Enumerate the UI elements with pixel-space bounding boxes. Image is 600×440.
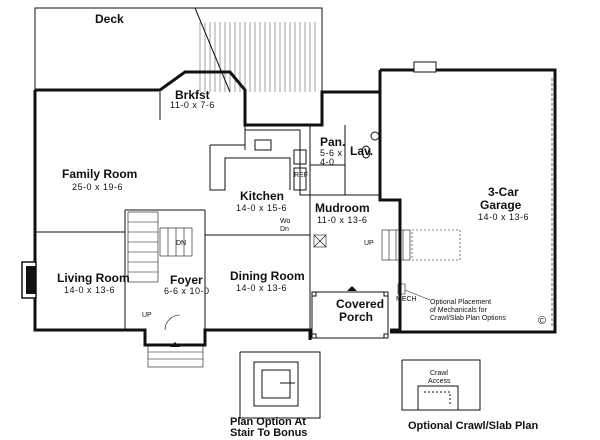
stair-option-inset — [239, 351, 321, 419]
covered-porch-line2: Porch — [339, 310, 374, 324]
access-label: Access — [428, 378, 451, 385]
mudroom-up-label: UP — [364, 240, 374, 247]
fireplace-firebox — [26, 266, 36, 294]
stair-up-label: UP — [142, 312, 152, 319]
deck-hatching — [199, 22, 316, 92]
wo-label: Wo — [280, 218, 291, 225]
house-exterior-wall — [35, 70, 402, 332]
foyer-size: 6-6 x 10-0 — [164, 286, 210, 296]
kitchen-counters — [209, 129, 310, 196]
deck-diagonal — [194, 7, 231, 93]
crawl-option-caption: Optional Crawl/Slab Plan — [408, 420, 539, 432]
kitchen-size: 14-0 x 15-6 — [236, 203, 288, 213]
pantry-size-b: 4-0 — [320, 157, 335, 167]
entry-steps — [147, 344, 204, 368]
kitchen-label: Kitchen — [240, 189, 285, 203]
pantry-label: Pan. — [320, 135, 346, 149]
garage-size: 14-0 x 13-6 — [478, 212, 530, 222]
mech-note-line1: Optional Placement — [430, 299, 492, 306]
crawl-option-inset — [401, 359, 481, 411]
covered-porch-line1: Covered — [336, 297, 385, 311]
deck-label: Deck — [95, 12, 124, 26]
house-south-wall — [33, 90, 312, 347]
main-stair — [127, 211, 193, 283]
brkfst-label: Brkfst — [175, 88, 210, 102]
mech-placement — [397, 283, 406, 295]
stair-option-caption-line2: Stair To Bonus — [230, 427, 308, 439]
dining-room-size: 14-0 x 13-6 — [236, 283, 288, 293]
garage-name-line2: Garage — [480, 198, 522, 212]
porch-arrow — [347, 286, 357, 291]
living-room-size: 14-0 x 13-6 — [64, 285, 116, 295]
mech-label: MECH — [396, 296, 417, 303]
mech-leader — [404, 289, 431, 301]
garage-walls — [378, 68, 557, 334]
mudroom-label: Mudroom — [315, 201, 370, 215]
family-room-size: 25-0 x 19-6 — [72, 182, 124, 192]
garage-service-door — [413, 61, 437, 73]
copyright-mark: © — [538, 315, 547, 327]
mech-note-line2: of Mechanicals for — [430, 307, 487, 314]
dn-small-label: Dn — [280, 226, 289, 233]
stair-dn-label: DN — [176, 240, 187, 247]
stair-option-caption-line1: Plan Option At — [230, 416, 306, 428]
mudroom-size: 11-0 x 13-6 — [317, 215, 368, 225]
deck-outline — [34, 7, 323, 92]
brkfst-size: 11-0 x 7-6 — [170, 100, 215, 110]
lav-sink — [370, 131, 380, 141]
covered-porch — [311, 291, 389, 339]
mech-note-line3: Crawl/Slab Plan Options — [430, 315, 506, 322]
mudroom-stair — [313, 229, 461, 261]
pantry-size-a: 5-6 x — [320, 148, 343, 158]
dining-room-label: Dining Room — [230, 269, 305, 283]
lav-toilet — [361, 145, 371, 159]
family-room-label: Family Room — [62, 167, 138, 181]
foyer-label: Foyer — [170, 273, 203, 287]
crawl-label: Crawl — [430, 370, 448, 377]
entry-door-swing — [164, 314, 181, 331]
ref-label: REF — [294, 172, 308, 179]
lav-label: Lav. — [350, 144, 374, 158]
living-room-label: Living Room — [57, 271, 130, 285]
garage-name-line1: 3-Car — [488, 185, 519, 199]
entry-arrow — [170, 342, 180, 347]
